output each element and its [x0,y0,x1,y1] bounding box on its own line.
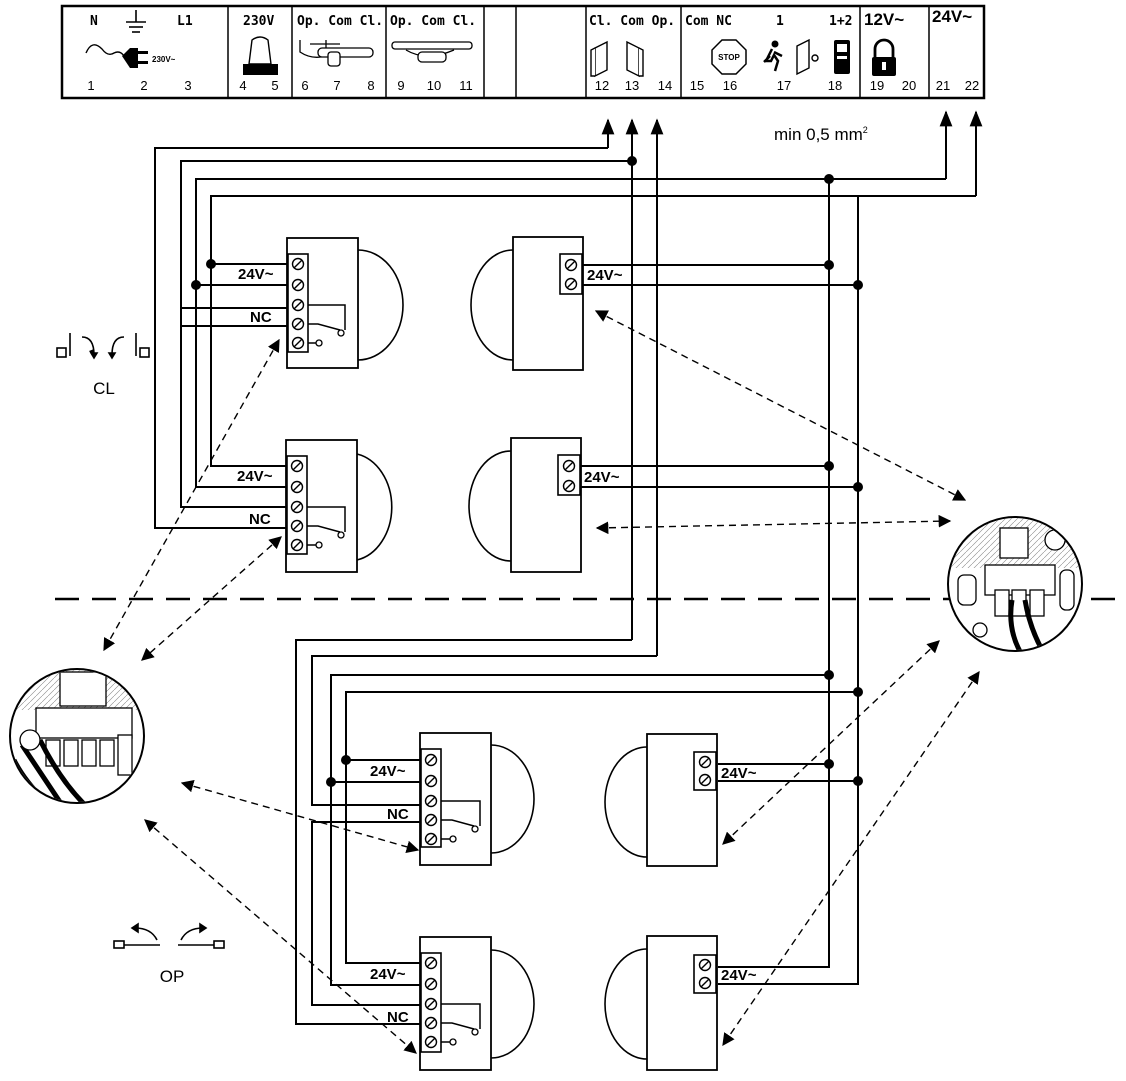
header-1: 1 [776,14,784,29]
header-op-com-cl-2: Op. Com Cl. [390,14,476,29]
stop-label: STOP [718,53,740,62]
photocell-rx-op-1: 24V~ NC [370,732,535,866]
pedestrian-icon [763,40,783,72]
photocell-tx-cl-2: 24V~ [468,437,620,573]
terminal-number: 7 [333,78,340,93]
photocell-rx-op-2: 24V~ NC [370,936,535,1071]
key-switch-icon [796,38,819,76]
detail-circle-left [9,668,145,804]
terminal-number: 19 [870,78,884,93]
opening-zone-label: OP [160,967,185,986]
label-nc: NC [387,1009,409,1026]
label-nc: NC [249,511,271,528]
terminal-number: 6 [301,78,308,93]
terminal-number: 16 [723,78,737,93]
photocell-tx-op-1: 24V~ [604,733,757,867]
terminal-number: 18 [828,78,842,93]
header-cl-com-op: Cl. Com Op. [589,14,675,29]
header-l1: L1 [177,14,193,29]
terminal-numbers: 1 2 3 4 5 6 7 8 9 10 11 12 13 14 15 16 1… [87,78,979,93]
terminal-number: 1 [87,78,94,93]
terminal-number: 12 [595,78,609,93]
photocell-rx-icon [626,40,644,78]
plug-voltage-label: 230V~ [152,55,176,64]
terminal-number: 21 [936,78,950,93]
motor-icon-2 [391,41,473,63]
header-com-nc: Com NC [685,14,732,29]
terminal-number: 22 [965,78,979,93]
terminal-number: 11 [459,78,473,93]
label-24v: 24V~ [370,966,406,983]
terminal-number: 14 [658,78,672,93]
terminal-number: 13 [625,78,639,93]
photocell-tx-icon [590,40,608,78]
terminal-number: 20 [902,78,916,93]
terminal-number: 15 [690,78,704,93]
terminal-block: N L1 230V Op. Com Cl. Op. Com Cl. Cl. Co… [60,4,986,100]
remote-icon [834,40,850,74]
header-n: N [90,14,98,29]
header-12v: 12V~ [864,10,904,29]
label-nc: NC [387,806,409,823]
terminal-number: 17 [777,78,791,93]
terminal-number: 3 [184,78,191,93]
label-24v: 24V~ [584,469,620,486]
flashing-lamp-icon [243,36,278,75]
lock-icon [872,38,896,76]
terminal-number: 9 [397,78,404,93]
detail-arrows [103,310,980,1054]
motor-icon-1 [299,40,374,67]
label-24v: 24V~ [238,266,274,283]
gate-closing-icon [56,333,150,360]
photocell-tx-cl-1: 24V~ [470,236,623,371]
label-nc: NC [250,309,272,326]
closing-zone: CL [56,333,150,398]
detail-circle-right [947,516,1083,652]
power-plug-icon: 230V~ [85,44,176,68]
photocell-tx-op-2: 24V~ [604,935,757,1071]
label-24v: 24V~ [721,765,757,782]
terminal-number: 2 [140,78,147,93]
gate-opening-icon [113,922,225,949]
ground-icon [126,10,146,33]
header-1-plus-2: 1+2 [829,14,852,29]
stop-button-icon: STOP [711,39,747,75]
terminal-number: 8 [367,78,374,93]
photocell-rx-cl-1: 24V~ NC [238,237,404,369]
label-24v: 24V~ [721,967,757,984]
label-24v: 24V~ [237,468,273,485]
terminal-number: 10 [427,78,441,93]
header-24v: 24V~ [932,7,972,26]
opening-zone: OP [113,922,225,986]
closing-zone-label: CL [93,379,115,398]
label-24v: 24V~ [587,267,623,284]
terminal-number: 5 [271,78,278,93]
wire-section-note: min 0,5 mm2 [774,125,868,144]
header-230v: 230V [243,14,274,29]
terminal-dividers [227,6,930,98]
label-24v: 24V~ [370,763,406,780]
terminal-number: 4 [239,78,246,93]
header-op-com-cl-1: Op. Com Cl. [297,14,383,29]
